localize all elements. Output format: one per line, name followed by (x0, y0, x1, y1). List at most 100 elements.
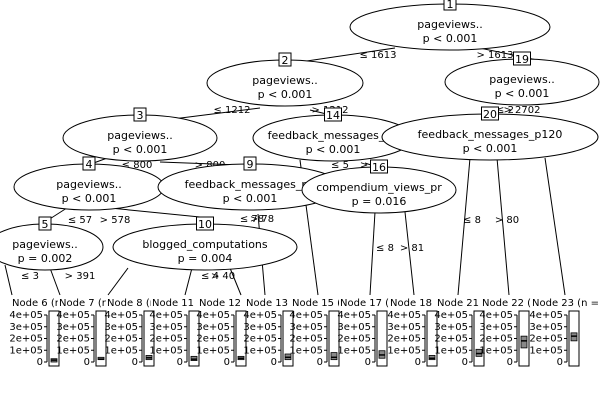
boxplot-frame (95, 310, 107, 367)
edge-label: ≤ 800 (122, 160, 153, 171)
terminal-title: Node 21 ( (437, 298, 486, 309)
node-p-value: p < 0.001 (463, 142, 518, 155)
y-tick-label: 2e+05 (9, 334, 43, 345)
node-p-value: p < 0.001 (62, 192, 117, 205)
node-id: 4 (86, 158, 93, 171)
y-tick-label: 4e+05 (104, 310, 138, 321)
y-tick-label: 3e+05 (243, 322, 277, 333)
node-p-value: p < 0.001 (423, 32, 478, 45)
y-tick-label: 4e+05 (56, 310, 90, 321)
edge-label: ≤ 2 (496, 105, 514, 116)
edge-label: > 80 (495, 215, 519, 226)
boxplot-frame (143, 310, 155, 367)
node-p-value: p < 0.001 (306, 143, 361, 156)
node-variable: feedback_messages_p1 (185, 178, 316, 191)
node-id: 14 (326, 109, 340, 122)
y-tick-label: 4e+05 (529, 310, 563, 321)
y-tick-label: 1e+05 (243, 345, 277, 356)
boxplot-frame (282, 310, 294, 367)
node-id-box (370, 159, 388, 174)
y-tick-label: 4e+05 (479, 310, 513, 321)
node-variable: blogged_computations (142, 238, 268, 251)
terminal-title: Node 13 ( (246, 298, 295, 309)
boxplot-box (520, 335, 528, 349)
terminal-title: Node 17 ( (340, 298, 389, 309)
boxplot-frame (473, 310, 485, 367)
y-tick-label: 4e+05 (434, 310, 468, 321)
y-tick-label: 3e+05 (149, 322, 183, 333)
terminal-title: Node 18 ( (390, 298, 439, 309)
node-id: 9 (247, 158, 254, 171)
y-tick-label: 0 (507, 357, 513, 368)
terminal-title: Node 22 ( (482, 298, 531, 309)
y-tick-label: 0 (365, 357, 371, 368)
terminal-title: Node 6 (r (12, 298, 60, 309)
y-tick-label: 0 (132, 357, 138, 368)
node-id-box (513, 51, 531, 66)
edge-label: ≤ 8 (463, 215, 481, 226)
terminal-title-bg (245, 296, 291, 308)
y-tick-label: 2e+05 (479, 334, 513, 345)
node-id: 5 (42, 218, 49, 231)
edge-label: > 78 (250, 214, 274, 225)
node-p-value: p = 0.004 (178, 252, 233, 265)
node-id: 1 (447, 0, 454, 11)
y-tick-label: 2e+05 (529, 334, 563, 345)
node-id: 3 (137, 109, 144, 122)
terminal-title-bg (198, 296, 244, 308)
y-tick-label: 1e+05 (104, 345, 138, 356)
node-id: 10 (198, 218, 212, 231)
y-tick-label: 1e+05 (479, 345, 513, 356)
y-tick-label: 2e+05 (196, 334, 230, 345)
node-p-value: p < 0.001 (113, 143, 168, 156)
y-tick-label: 2e+05 (387, 334, 421, 345)
y-tick-label: 3e+05 (104, 322, 138, 333)
node-id-box (38, 216, 52, 231)
y-tick-label: 3e+05 (434, 322, 468, 333)
y-tick-label: 2e+05 (56, 334, 90, 345)
y-tick-label: 3e+05 (56, 322, 90, 333)
node-id-box (82, 156, 96, 171)
y-tick-label: 4e+05 (337, 310, 371, 321)
y-tick-label: 1e+05 (56, 345, 90, 356)
edge-label: > 2702 (503, 105, 540, 116)
terminal-title-bg (106, 296, 150, 308)
terminal-title-bg (151, 296, 197, 308)
node-variable: pageviews.. (56, 178, 122, 191)
inner-node-4: pageviews..p < 0.001 4 (13, 156, 165, 211)
y-tick-label: 0 (557, 357, 563, 368)
terminal-title-bg (531, 296, 600, 308)
y-tick-label: 0 (84, 357, 90, 368)
edge-label: ≤ 78 (240, 214, 264, 225)
y-tick-label: 2e+05 (149, 334, 183, 345)
node-variable: pageviews.. (489, 73, 555, 86)
y-tick-label: 2e+05 (289, 334, 323, 345)
terminal-title-bg (58, 296, 104, 308)
terminal-title: Node 11 ( (152, 298, 201, 309)
y-tick-label: 4e+05 (9, 310, 43, 321)
node-id: 19 (515, 53, 529, 66)
y-tick-label: 0 (271, 357, 277, 368)
y-tick-label: 1e+05 (196, 345, 230, 356)
y-tick-label: 0 (317, 357, 323, 368)
y-tick-label: 0 (415, 357, 421, 368)
edge-label: ≤ 57 (68, 215, 92, 226)
edge-label: ≤ 5 (331, 160, 349, 171)
y-tick-label: 3e+05 (387, 322, 421, 333)
terminal-title: Node 8 (r (107, 298, 155, 309)
